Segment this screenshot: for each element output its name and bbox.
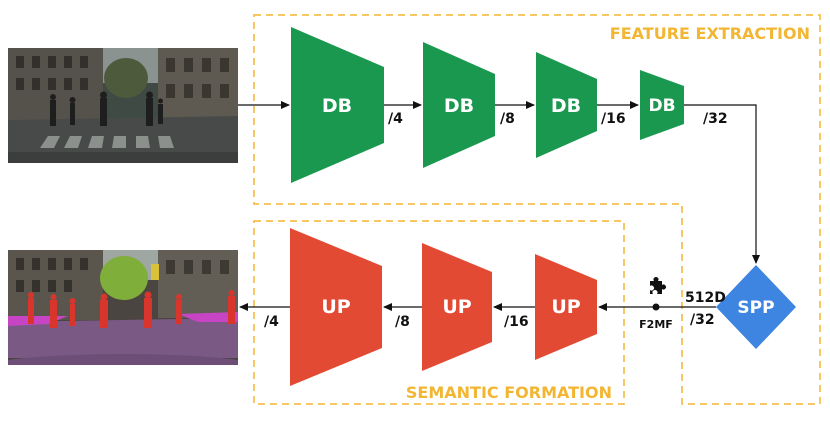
semantic-formation-frame xyxy=(253,220,625,405)
decoder-scale-2: /8 xyxy=(395,314,410,330)
decoder-scale-3: /4 xyxy=(264,314,279,330)
encoder-block-1 xyxy=(291,27,384,183)
encoder-block-3-label: DB xyxy=(551,95,581,117)
feature-extraction-frame xyxy=(253,14,821,405)
decoder-scale-1: /16 xyxy=(504,314,529,330)
encoder-block-3 xyxy=(536,52,597,158)
encoder-scale-4: /32 xyxy=(703,111,728,127)
encoder-block-2-label: DB xyxy=(444,95,474,117)
decoder-block-2 xyxy=(422,243,492,371)
encoder-block-1-label: DB xyxy=(322,95,352,117)
encoder-scale-3: /16 xyxy=(601,111,626,127)
encoder-scale-1: /4 xyxy=(388,111,403,127)
spp-dim-label: 512D xyxy=(685,290,726,306)
f2mf-label: F2MF xyxy=(639,318,673,331)
decoder-block-3 xyxy=(535,254,597,360)
spp-scale-label: /32 xyxy=(690,312,715,328)
output-segmentation-image xyxy=(8,250,238,365)
input-street-image xyxy=(8,48,238,163)
puzzle-icon xyxy=(650,277,666,294)
encoder-block-2 xyxy=(423,42,495,168)
output-segmentation-image-drawing xyxy=(8,250,238,365)
decoder-block-3-label: UP xyxy=(551,296,580,318)
spp-label: SPP xyxy=(737,298,774,318)
spp-block xyxy=(716,265,796,349)
decoder-block-1 xyxy=(290,228,382,386)
input-street-image-drawing xyxy=(8,48,238,163)
arrow-db4-to-spp xyxy=(684,104,760,264)
decoder-block-2-label: UP xyxy=(442,296,471,318)
encoder-block-4-label: DB xyxy=(648,96,675,116)
decoder-block-1-label: UP xyxy=(321,296,350,318)
encoder-block-4 xyxy=(640,70,684,140)
encoder-scale-2: /8 xyxy=(500,111,515,127)
semantic-formation-label: SEMANTIC FORMATION xyxy=(406,383,612,402)
feature-extraction-label: FEATURE EXTRACTION xyxy=(610,24,810,43)
